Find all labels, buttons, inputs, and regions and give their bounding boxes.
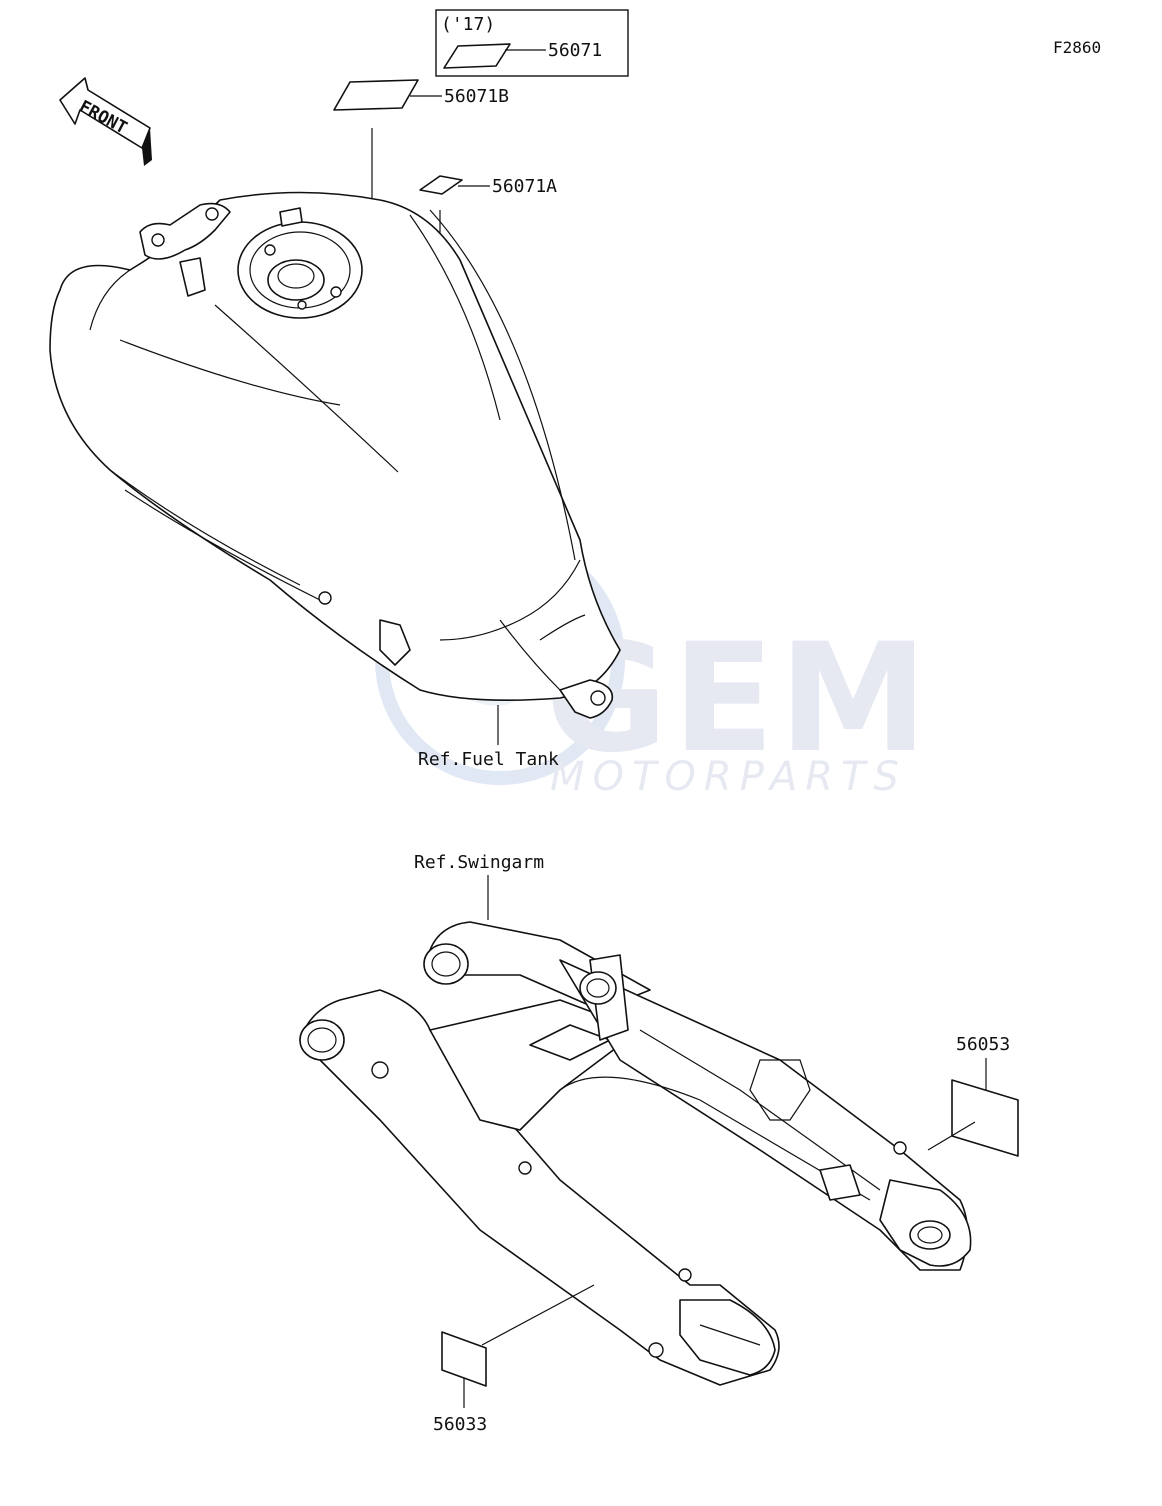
decal-56033: [441, 1331, 487, 1387]
year-note: ('17): [441, 14, 495, 35]
part-56071B: 56071B: [444, 86, 509, 107]
diagram-code: F2860: [1053, 38, 1101, 57]
fuel-tank: Ref.Fuel Tank: [49, 191, 621, 770]
decal-56071: [443, 43, 511, 69]
part-56071: 56071: [548, 40, 602, 61]
front-arrow-icon: FRONT: [59, 77, 152, 166]
label-56033: 56033: [433, 1284, 595, 1435]
swingarm: Ref.Swingarm: [299, 852, 972, 1386]
decal-56053: [951, 1079, 1019, 1157]
ref-fuel-tank: Ref.Fuel Tank: [418, 749, 559, 770]
part-56071A: 56071A: [492, 176, 557, 197]
ref-swingarm: Ref.Swingarm: [414, 852, 544, 873]
label-56053: 56053: [927, 1034, 1019, 1157]
label-box-56071: ('17) 56071: [435, 9, 629, 77]
part-56033: 56033: [433, 1414, 487, 1435]
label-56071B: 56071B: [333, 79, 509, 340]
watermark-sub: MOTORPARTS: [550, 754, 907, 800]
decal-56071B: [333, 79, 419, 111]
decal-56071A: [419, 175, 463, 195]
part-56053: 56053: [956, 1034, 1010, 1055]
